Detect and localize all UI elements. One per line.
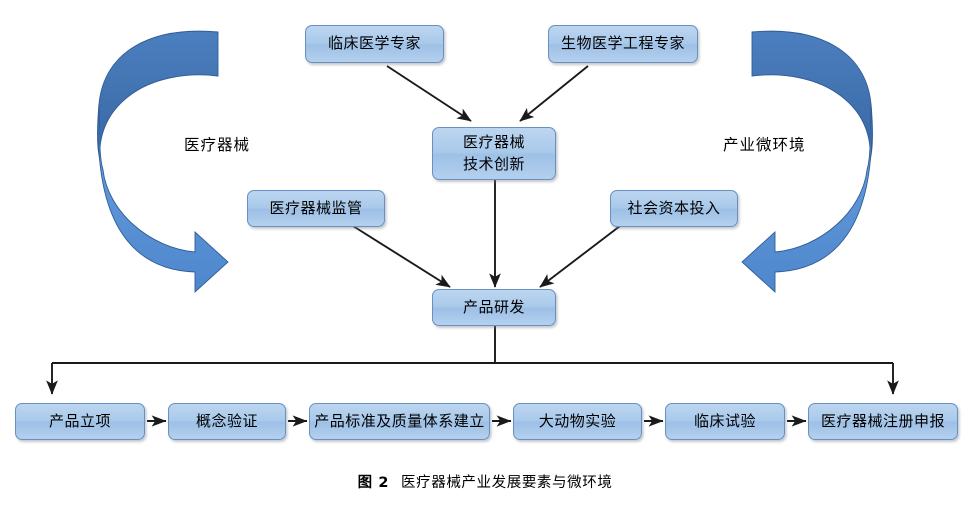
figure-caption-text: 医疗器械产业发展要素与微环境 [401,475,613,491]
node-regulation-label: 医疗器械监管 [269,198,363,217]
pipeline-step-5[interactable]: 临床试验 [665,403,785,440]
label-medical-device: 医疗器械 [184,133,250,155]
pipeline-bracket [52,325,893,364]
node-product-rd-label: 产品研发 [462,297,525,316]
pipeline-step-2-label: 概念验证 [195,411,258,430]
node-tech-innovation-label-2: 技术创新 [462,154,525,173]
pipeline-step-1[interactable]: 产品立项 [15,403,145,440]
node-product-rd[interactable]: 产品研发 [432,289,556,326]
node-regulation[interactable]: 医疗器械监管 [247,190,385,227]
pipeline-step-4-label: 大动物实验 [538,411,617,430]
arrow-regulation-to-rd [352,225,451,288]
node-capital-investment[interactable]: 社会资本投入 [610,190,738,227]
label-medical-device-text: 医疗器械 [184,136,251,154]
node-tech-innovation-label-1: 医疗器械 [462,132,525,151]
figure-caption-number: 图 2 [357,475,390,491]
pipeline-step-1-label: 产品立项 [48,411,111,430]
pipeline-step-3[interactable]: 产品标准及质量体系建立 [309,403,490,440]
pipeline-step-6-label: 医疗器械注册申报 [820,411,945,430]
arrow-capital-to-rd [539,225,621,288]
node-biomedical-engineer-label: 生物医学工程专家 [560,34,685,53]
pipeline-step-5-label: 临床试验 [693,411,756,430]
label-industry-microenvironment-text: 产业微环境 [723,136,806,154]
pipeline-step-3-label: 产品标准及质量体系建立 [314,411,485,430]
left-curved-arrow [97,30,229,294]
figure-caption: 图 2 医疗器械产业发展要素与微环境 [0,471,970,492]
node-clinical-expert[interactable]: 临床医学专家 [305,25,444,63]
node-clinical-expert-label: 临床医学专家 [327,34,421,53]
node-tech-innovation[interactable]: 医疗器械 技术创新 [432,127,556,180]
node-capital-investment-label: 社会资本投入 [627,198,721,217]
pipeline-step-6[interactable]: 医疗器械注册申报 [808,403,958,440]
right-curved-arrow [741,30,873,294]
pipeline-step-4[interactable]: 大动物实验 [513,403,642,440]
label-industry-microenvironment: 产业微环境 [723,133,806,155]
arrow-clinical-to-innovation [386,65,472,122]
pipeline-step-2[interactable]: 概念验证 [168,403,286,440]
arrow-biomedical-to-innovation [519,65,589,122]
node-biomedical-engineer[interactable]: 生物医学工程专家 [548,25,698,63]
